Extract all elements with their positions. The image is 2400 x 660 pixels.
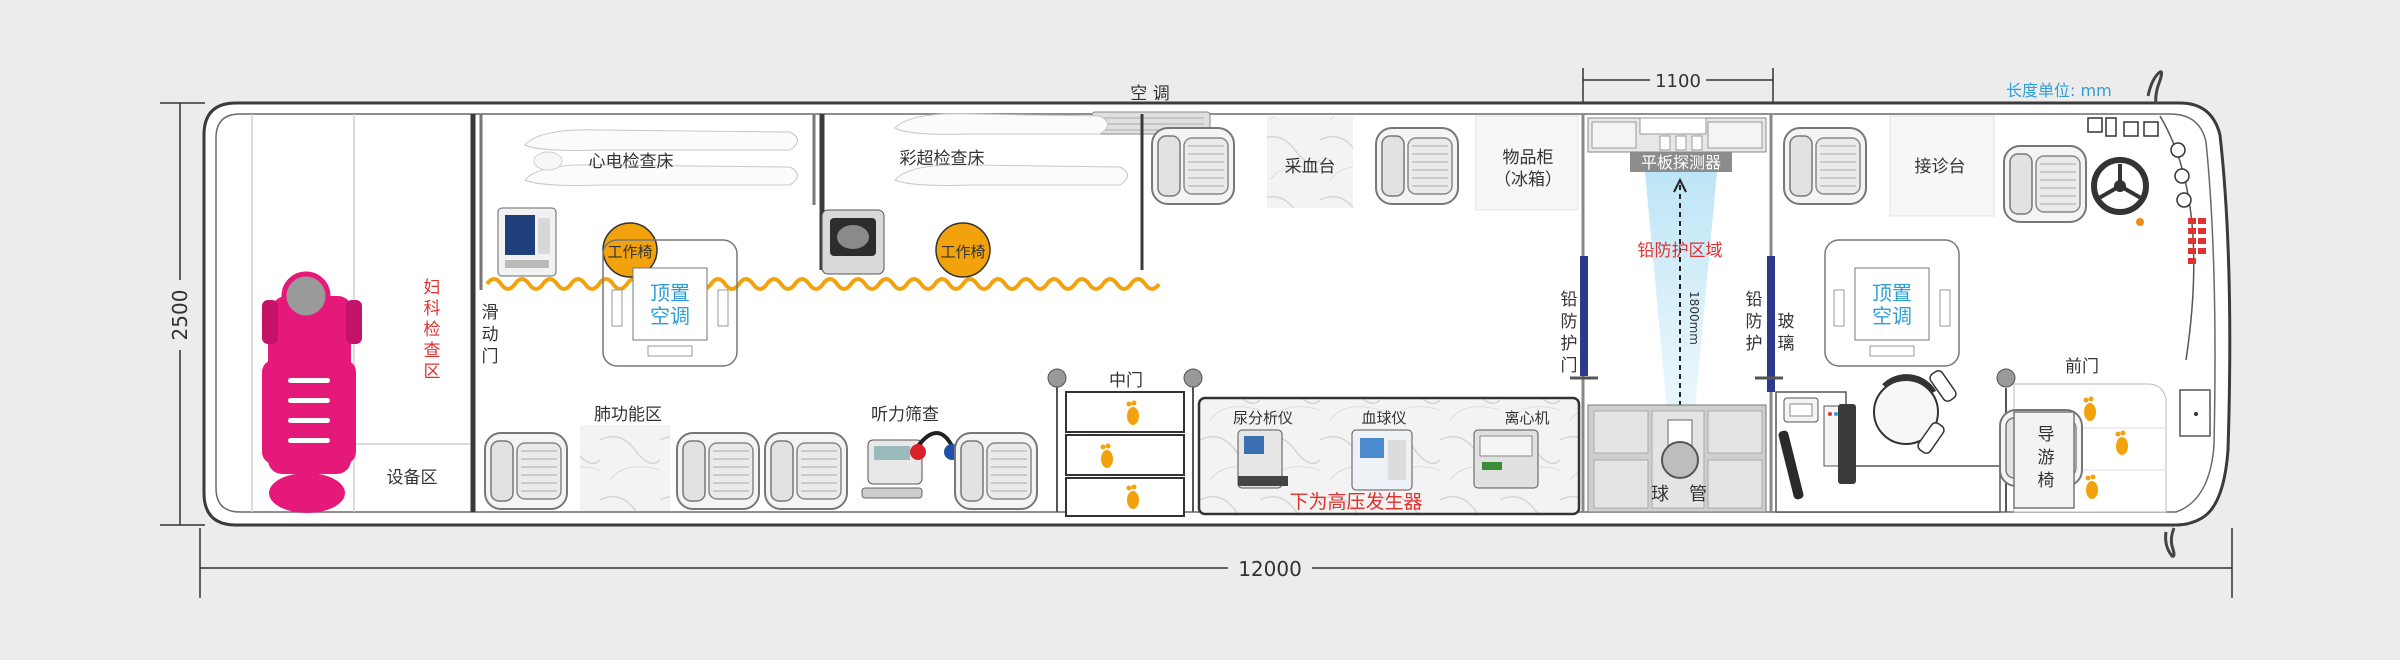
lead-zone-label: 铅防护区域	[1638, 241, 1723, 261]
lead-glass-right	[1755, 256, 1783, 392]
hearing-screening-label: 听力筛查	[871, 405, 939, 425]
seat-4	[954, 432, 1038, 510]
equipment-zone-label: 设备区	[387, 468, 438, 488]
svg-text:防: 防	[1746, 312, 1763, 332]
front-door-label: 前门	[2065, 357, 2099, 377]
cabinet: 物品柜 （冰箱）	[1475, 115, 1579, 211]
roof-ac-label: 空 调	[1130, 84, 1169, 104]
centrifuge-icon	[1473, 429, 1539, 489]
mirror-left-icon	[2146, 70, 2164, 105]
operator-chair-icon	[1873, 370, 1957, 454]
svg-text:铅: 铅	[1746, 290, 1763, 310]
middle-door-label: 中门	[1109, 371, 1143, 391]
tube-label-2: 管	[1689, 484, 1707, 505]
lead-door-label: 铅 防 护 门	[1561, 290, 1578, 376]
svg-text:游: 游	[2038, 448, 2055, 468]
lung-function-label: 肺功能区	[594, 405, 662, 425]
sliding-door-label: 滑 动 门	[482, 303, 499, 367]
blood-cell-analyzer-label: 血球仪	[1361, 409, 1406, 427]
privacy-curtain	[485, 277, 1161, 291]
seat-3	[764, 432, 848, 510]
ultrasound-bed-label: 彩超检查床	[900, 149, 985, 169]
beam-distance-label: 1800mm	[1687, 291, 1701, 345]
urine-analyzer-icon	[1237, 429, 1288, 489]
seat-7	[1783, 127, 1867, 205]
svg-text:门: 门	[1561, 356, 1578, 376]
flat-detector-label: 平板探测器	[1641, 153, 1721, 172]
seat-6	[1375, 127, 1459, 205]
svg-text:护: 护	[1746, 334, 1763, 354]
mirror-right-icon	[2164, 527, 2176, 558]
unit-label: 长度单位: mm	[2006, 81, 2112, 100]
svg-text:工作椅: 工作椅	[607, 243, 652, 261]
blood-station-counter	[1267, 116, 1353, 208]
flat-panel-detector: 平板探测器	[1587, 117, 1767, 172]
length-value: 12000	[1238, 557, 1302, 581]
reception-desk: 接诊台	[1889, 115, 1995, 217]
lead-glass-label: 铅 防 护 玻 璃	[1746, 290, 1795, 354]
ecg-bed-label: 心电检查床	[589, 152, 674, 172]
svg-text:铅: 铅	[1561, 290, 1578, 310]
ecg-machine-icon	[497, 207, 557, 277]
seat-1	[484, 432, 568, 510]
tube-label-1: 球	[1651, 484, 1669, 505]
svg-text:科: 科	[424, 299, 441, 319]
svg-text:顶置: 顶置	[1872, 281, 1912, 305]
ultrasound-bed: 彩超检查床	[894, 113, 1128, 186]
svg-text:（冰箱）: （冰箱）	[1494, 170, 1562, 190]
dimension-length: 12000	[199, 528, 2233, 598]
steering-wheel-icon	[2091, 157, 2149, 215]
centrifuge-label: 离心机	[1504, 409, 1549, 427]
seat-5	[1151, 127, 1235, 205]
hearing-screener-icon	[861, 431, 960, 499]
gyn-exam-chair	[262, 271, 362, 513]
svg-text:玻: 玻	[1778, 312, 1795, 332]
svg-text:璃: 璃	[1778, 334, 1795, 354]
lead-door-left[interactable]	[1570, 256, 1598, 380]
svg-text:椅: 椅	[2038, 471, 2055, 491]
blood-cell-analyzer-icon	[1351, 429, 1413, 491]
svg-text:空调: 空调	[650, 304, 690, 328]
width-value: 2500	[168, 290, 192, 341]
work-chair-2: 工作椅	[935, 222, 991, 278]
lab-counter: 尿分析仪 血球仪 离心机 下为高压发生器	[1197, 396, 1581, 516]
svg-text:门: 门	[482, 347, 499, 367]
svg-text:顶置: 顶置	[650, 281, 690, 305]
svg-text:动: 动	[482, 325, 499, 345]
urine-analyzer-label: 尿分析仪	[1233, 409, 1293, 427]
svg-text:滑: 滑	[482, 303, 499, 323]
gyn-exam-zone-label: 妇 科 检 查 区	[424, 278, 441, 382]
hv-generator-label: 下为高压发生器	[1289, 491, 1422, 513]
svg-text:区: 区	[424, 362, 441, 382]
svg-text:防: 防	[1561, 312, 1578, 332]
svg-text:接诊台: 接诊台	[1915, 157, 1966, 177]
ceiling-ac-2: 顶置 空调	[1824, 239, 1960, 367]
middle-door[interactable]: 中门	[1047, 368, 1203, 517]
ultrasound-machine-icon	[821, 209, 885, 275]
svg-text:工作椅: 工作椅	[940, 243, 985, 261]
svg-text:物品柜: 物品柜	[1503, 148, 1554, 168]
lung-function-counter	[580, 425, 670, 511]
svg-text:检: 检	[424, 320, 441, 340]
xray-tube-base: 球 管	[1587, 404, 1767, 513]
lead-zone-width: 1100	[1655, 71, 1701, 92]
svg-text:查: 查	[424, 341, 441, 361]
blood-station-label: 采血台	[1285, 157, 1336, 177]
dimension-width: 2500	[160, 102, 205, 526]
ceiling-ac-1: 顶置 空调	[602, 239, 738, 367]
ecg-bed: 心电检查床	[524, 129, 798, 186]
seat-2	[676, 432, 760, 510]
svg-text:空调: 空调	[1872, 304, 1912, 328]
svg-text:导: 导	[2038, 425, 2055, 445]
guide-seat: 导 游 椅	[1999, 409, 2083, 509]
driver-seat	[2003, 145, 2087, 223]
svg-text:护: 护	[1561, 334, 1578, 354]
dashboard	[2087, 115, 2206, 361]
svg-text:妇: 妇	[424, 278, 441, 298]
